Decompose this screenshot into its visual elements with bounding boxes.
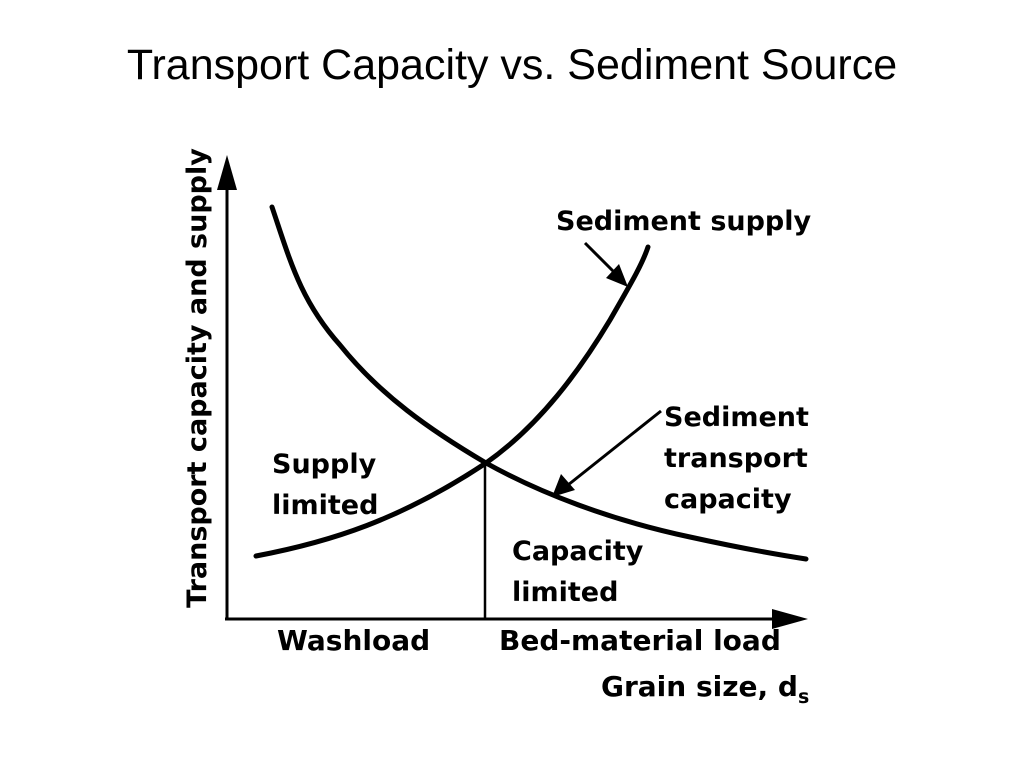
x-axis-label-main: Grain size, d (601, 670, 798, 703)
transport-capacity-label-line-3: capacity (664, 484, 792, 515)
y-axis-label: Transport capacity and supply (182, 148, 213, 608)
supply-pointer-arrowhead (606, 264, 628, 287)
capacity-pointer-line (567, 409, 662, 487)
transport-capacity-label-line-1: Sediment (664, 402, 809, 433)
sediment-supply-curve (253, 244, 651, 559)
x-axis-label-subscript: s (798, 686, 809, 708)
x-axis-arrowhead (772, 609, 808, 629)
capacity-limited-label: Capacity limited (512, 536, 653, 608)
y-axis-arrowhead (217, 155, 237, 190)
supply-limited-label-line-2: limited (272, 490, 378, 521)
bed-material-load-label: Bed-material load (499, 624, 781, 657)
capacity-pointer-arrowhead (552, 474, 575, 497)
supply-limited-label: Supply limited (272, 449, 386, 521)
supply-limited-label-line-1: Supply (272, 449, 377, 480)
washload-label: Washload (277, 624, 430, 657)
supply-pointer-line (583, 241, 618, 276)
capacity-limited-label-line-1: Capacity (512, 536, 644, 567)
slide-title: Transport Capacity vs. Sediment Source (126, 41, 898, 89)
sediment-supply-label: Sediment supply (556, 206, 812, 237)
transport-capacity-label-line-2: transport (664, 443, 808, 474)
x-axis-label: Grain size, ds (601, 670, 809, 708)
transport-capacity-label: Sediment transport capacity (664, 402, 818, 515)
capacity-limited-label-line-2: limited (512, 577, 618, 608)
